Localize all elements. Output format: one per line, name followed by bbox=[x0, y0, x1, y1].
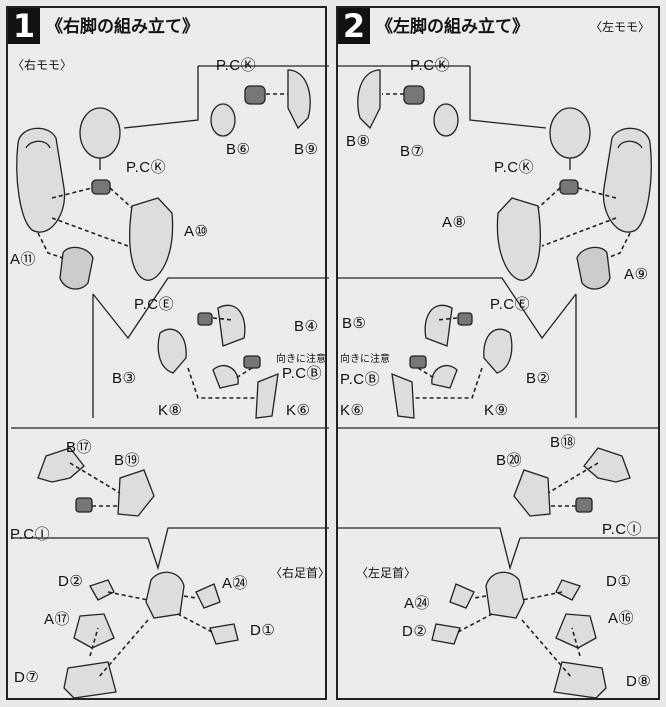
part-label: D⑦ bbox=[14, 669, 40, 686]
thigh-label: 〈右モモ〉 bbox=[12, 58, 73, 72]
part-label: B③ bbox=[112, 370, 137, 387]
part-label: B⑱ bbox=[550, 434, 577, 451]
part-label: P.CⒺ bbox=[490, 296, 531, 313]
part-label: A⑧ bbox=[442, 214, 467, 231]
part-label: A⑯ bbox=[608, 610, 635, 627]
part-label: B⑤ bbox=[342, 315, 367, 332]
part-label: B⑨ bbox=[294, 141, 319, 158]
part-label: K⑧ bbox=[158, 402, 183, 419]
direction-note: 向きに注意 bbox=[276, 354, 326, 365]
part-label: A⑪ bbox=[10, 251, 37, 268]
part-label: D② bbox=[58, 573, 84, 590]
part-label: B⑧ bbox=[346, 133, 371, 150]
direction-note: 向きに注意 bbox=[340, 354, 390, 365]
part-label: P.CⓀ bbox=[494, 159, 535, 176]
part-label: D① bbox=[606, 573, 632, 590]
step-1-panel: 1 《右脚の組み立て》 〈右モモ〉 〈右足首〉 向きに注意 bbox=[6, 6, 331, 700]
part-label: B④ bbox=[294, 318, 319, 335]
part-label: B⑦ bbox=[400, 143, 425, 160]
part-label: B⑥ bbox=[226, 141, 251, 158]
part-label: A⑨ bbox=[624, 266, 649, 283]
part-label: P.CⒾ bbox=[602, 521, 643, 538]
part-label: B② bbox=[526, 370, 551, 387]
part-label: D② bbox=[402, 623, 428, 640]
step-title: 《左脚の組み立て》 bbox=[376, 17, 529, 37]
part-label: A⑰ bbox=[44, 611, 71, 628]
part-label: P.CⓀ bbox=[126, 159, 167, 176]
ankle-label: 〈左足首〉 bbox=[356, 566, 417, 580]
step-2-diagram bbox=[338, 65, 660, 699]
part-label: B⑰ bbox=[66, 439, 93, 456]
part-label: D① bbox=[250, 622, 276, 639]
part-label: P.CⒾ bbox=[10, 526, 51, 543]
part-label: P.CⓀ bbox=[216, 57, 257, 74]
part-label: P.CⒷ bbox=[340, 371, 381, 388]
part-label: K⑨ bbox=[484, 402, 509, 419]
part-label: D⑧ bbox=[626, 673, 652, 690]
step-2-panel: 2 《左脚の組み立て》 〈左モモ〉 〈左足首〉 向きに注意 bbox=[336, 6, 660, 700]
step-1-diagram bbox=[11, 65, 329, 699]
part-label: B⑳ bbox=[496, 452, 523, 469]
part-label: P.CⒺ bbox=[134, 296, 175, 313]
part-label: P.CⓀ bbox=[410, 57, 451, 74]
ankle-label: 〈右足首〉 bbox=[270, 566, 331, 580]
part-label: A⑩ bbox=[184, 223, 209, 240]
part-label: A㉔ bbox=[222, 575, 249, 592]
part-label: P.CⒷ bbox=[282, 365, 323, 382]
part-label: A㉔ bbox=[404, 595, 431, 612]
part-label: B⑲ bbox=[114, 452, 141, 469]
part-label: K⑥ bbox=[340, 402, 365, 419]
step-title: 《右脚の組み立て》 bbox=[46, 17, 199, 37]
step-number: 1 bbox=[8, 8, 40, 44]
step-number: 2 bbox=[338, 8, 370, 44]
thigh-label: 〈左モモ〉 bbox=[590, 20, 651, 34]
part-label: K⑥ bbox=[286, 402, 311, 419]
